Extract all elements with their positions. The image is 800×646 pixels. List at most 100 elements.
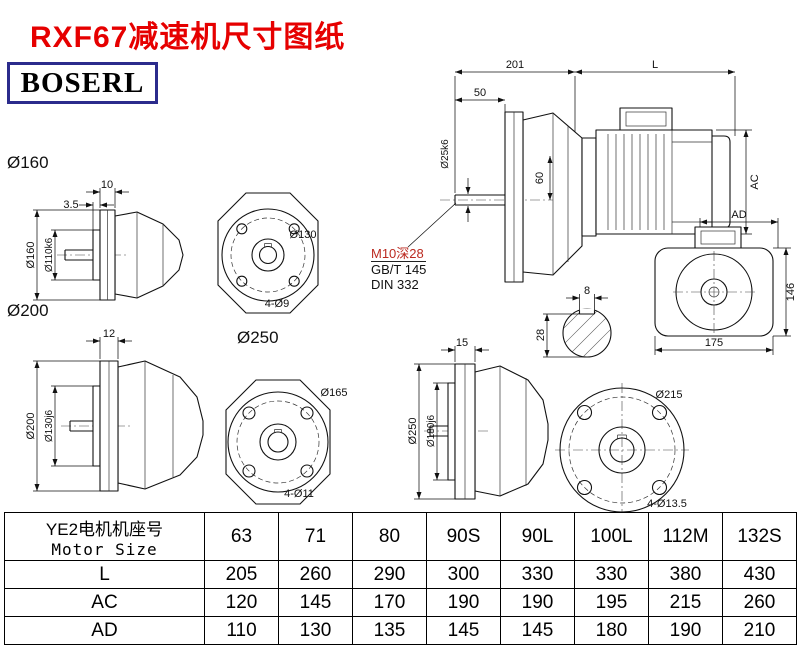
col-header: 90L xyxy=(500,512,575,561)
bolt-holes xyxy=(242,406,314,478)
shaft-bore xyxy=(267,431,289,453)
table-cell: 135 xyxy=(352,616,427,645)
table-cell: 110 xyxy=(204,616,279,645)
table-cell: 190 xyxy=(500,588,575,617)
dim-key-width: 8 xyxy=(584,285,590,297)
dim-spigot-od: Ø110k6 xyxy=(44,237,55,272)
bolt-circle xyxy=(236,400,320,484)
table-cell: 145 xyxy=(500,616,575,645)
dim-flange-od: Ø160 xyxy=(25,242,37,269)
shaft-section-circle xyxy=(562,308,612,358)
dim-spigot-od: Ø130j6 xyxy=(44,409,55,442)
dim-146: 146 xyxy=(785,283,797,301)
flange160-side-view: 10 3.5 Ø160 Ø110k6 xyxy=(25,179,184,301)
gear-housing xyxy=(474,365,549,497)
dim-shaft-diameter: Ø25k6 xyxy=(440,139,451,169)
row-label: AD xyxy=(4,616,205,645)
motor-adapter xyxy=(581,137,597,237)
table-cell: 330 xyxy=(574,560,649,589)
keyway xyxy=(617,434,627,439)
dimension-lines xyxy=(414,346,489,500)
label-flange250: Ø250 xyxy=(237,328,279,347)
table-cell: 205 xyxy=(204,560,279,589)
dimension-lines xyxy=(543,294,608,358)
keyway xyxy=(274,429,282,433)
note-gb-standard: GB/T 145 xyxy=(371,262,427,277)
gear-housing xyxy=(114,211,184,299)
col-header: 63 xyxy=(204,512,279,561)
dim-key-depth: 28 xyxy=(535,329,547,341)
shaft-bore xyxy=(609,437,635,463)
sheet-title: RXF67减速机尺寸图纸 xyxy=(30,21,346,54)
col-header: 100L xyxy=(574,512,649,561)
col-header: 112M xyxy=(648,512,723,561)
shaft-bore xyxy=(258,245,278,265)
motor-size-header-cell: YE2电机机座号 Motor Size xyxy=(4,512,205,561)
spigot xyxy=(92,385,101,467)
housing-outline xyxy=(217,192,319,314)
dim-60: 60 xyxy=(534,172,546,184)
note-din-standard: DIN 332 xyxy=(371,277,419,292)
table-cell: 145 xyxy=(426,616,501,645)
motor-size-table: YE2电机机座号 Motor Size 63 71 80 90S 90L 100… xyxy=(4,512,797,645)
table-cell: 195 xyxy=(574,588,649,617)
col-header: 80 xyxy=(352,512,427,561)
table-cell: 290 xyxy=(352,560,427,589)
flange-circle xyxy=(221,208,315,302)
dim-bolt-holes: 4-Ø9 xyxy=(265,298,289,310)
shaft-section-view: 8 28 xyxy=(535,285,612,358)
housing-outline xyxy=(225,379,331,505)
dim-bolt-circle: Ø215 xyxy=(656,389,683,401)
table-cell: 120 xyxy=(204,588,279,617)
spigot-circle xyxy=(259,423,297,461)
table-cell: 190 xyxy=(426,588,501,617)
thread-notes: M10深28 GB/T 145 DIN 332 xyxy=(371,246,427,292)
table-cell: 300 xyxy=(426,560,501,589)
table-cell: 210 xyxy=(722,616,797,645)
table-row-AD: AD 110 130 135 145 145 180 190 210 xyxy=(4,616,797,645)
output-shaft xyxy=(429,425,448,437)
row-label: AC xyxy=(4,588,205,617)
output-shaft xyxy=(454,194,505,206)
table-cell: 180 xyxy=(574,616,649,645)
col-header: 71 xyxy=(278,512,353,561)
gear-housing xyxy=(117,360,204,490)
dim-bolt-circle: Ø165 xyxy=(321,387,348,399)
flange-circle xyxy=(227,391,329,493)
output-shaft xyxy=(69,420,93,432)
dim-AD: AD xyxy=(731,209,746,221)
col-header: 90S xyxy=(426,512,501,561)
table-cell: 260 xyxy=(278,560,353,589)
note-thread: M10深28 xyxy=(371,246,427,262)
brand-text: BOSERL xyxy=(20,66,145,99)
dim-flange-thickness: 15 xyxy=(456,337,468,349)
motor-size-header-en: Motor Size xyxy=(51,539,158,559)
table-row-L: L 205 260 290 300 330 330 380 430 xyxy=(4,560,797,589)
table-cell: 380 xyxy=(648,560,723,589)
bolt-holes xyxy=(236,223,300,287)
table-cell: 130 xyxy=(278,616,353,645)
dim-flange-od: Ø250 xyxy=(407,418,419,445)
dim-201: 201 xyxy=(506,59,524,71)
dim-flange-thickness: 10 xyxy=(101,179,113,191)
keyway xyxy=(264,243,272,248)
output-shaft xyxy=(64,249,93,261)
table-cell: 260 xyxy=(722,588,797,617)
dim-bolt-circle: Ø130 xyxy=(290,229,317,241)
motor-size-header-cn: YE2电机机座号 xyxy=(45,519,164,539)
keyway xyxy=(578,310,596,315)
dim-spigot-depth: 3.5 xyxy=(63,199,78,211)
dim-L: L xyxy=(652,59,658,71)
dim-bolt-holes: 4-Ø13.5 xyxy=(647,498,687,510)
table-cell: 190 xyxy=(648,616,723,645)
dim-flange-thickness: 12 xyxy=(103,328,115,340)
label-flange200: Ø200 xyxy=(7,301,49,320)
dimension-lines xyxy=(33,337,132,492)
dimension-lines xyxy=(33,188,129,301)
col-header: 132S xyxy=(722,512,797,561)
dim-50: 50 xyxy=(474,87,486,99)
label-flange160: Ø160 xyxy=(7,153,49,172)
dim-spigot-od: Ø180j6 xyxy=(426,414,437,447)
bolt-circle xyxy=(568,396,676,504)
